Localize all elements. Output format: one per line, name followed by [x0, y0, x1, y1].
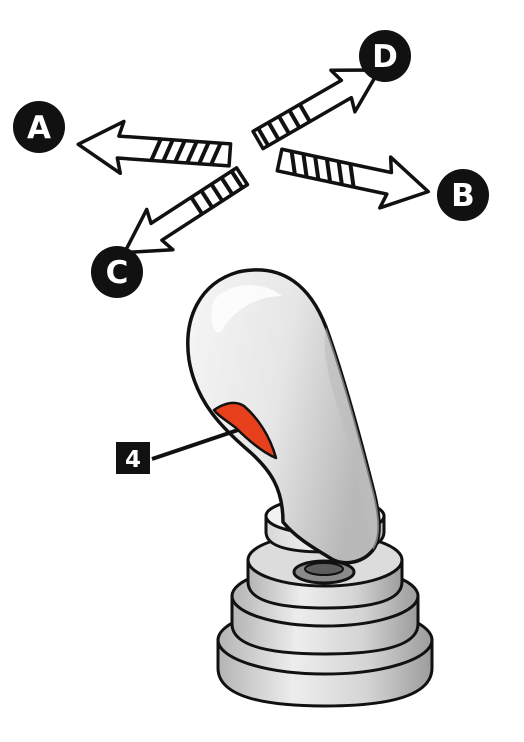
arrow-b	[274, 135, 433, 217]
callout-leader-line	[152, 430, 238, 459]
label-b: B	[437, 169, 489, 221]
label-d-text: D	[372, 39, 398, 75]
arrow-a	[76, 118, 231, 180]
label-d: D	[359, 30, 411, 82]
joystick-illustration	[188, 270, 432, 706]
joystick-grip	[188, 270, 379, 563]
callout-number: 4	[125, 447, 141, 473]
label-a: A	[13, 101, 65, 153]
label-a-text: A	[27, 110, 51, 146]
callout-4: 4	[116, 430, 238, 474]
label-b-text: B	[451, 178, 475, 214]
label-c-text: C	[106, 255, 129, 291]
joystick-base	[218, 534, 432, 706]
label-c: C	[91, 246, 143, 298]
